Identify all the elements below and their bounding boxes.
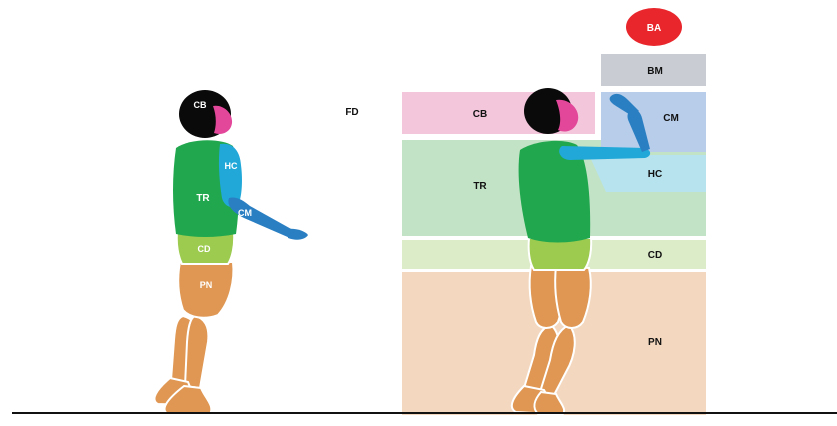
label-bm: BM xyxy=(647,66,663,77)
ground-line xyxy=(12,412,837,414)
label-hc-left: HC xyxy=(225,161,238,171)
label-cm-left: CM xyxy=(238,208,252,218)
label-cd-left: CD xyxy=(198,244,211,254)
label-cb-left: CB xyxy=(194,100,207,110)
label-fd: FD xyxy=(345,107,358,118)
label-tr-zone: TR xyxy=(473,181,487,192)
label-cd-zone: CD xyxy=(648,250,662,261)
label-tr-left: TR xyxy=(196,193,210,204)
label-cm-zone: CM xyxy=(663,113,679,124)
label-cb-zone: CB xyxy=(473,109,487,120)
label-ba: BA xyxy=(647,23,661,34)
left-figure xyxy=(154,90,308,414)
label-pn-left: PN xyxy=(200,280,213,290)
label-pn-zone: PN xyxy=(648,337,662,348)
label-hc-zone: HC xyxy=(648,169,662,180)
